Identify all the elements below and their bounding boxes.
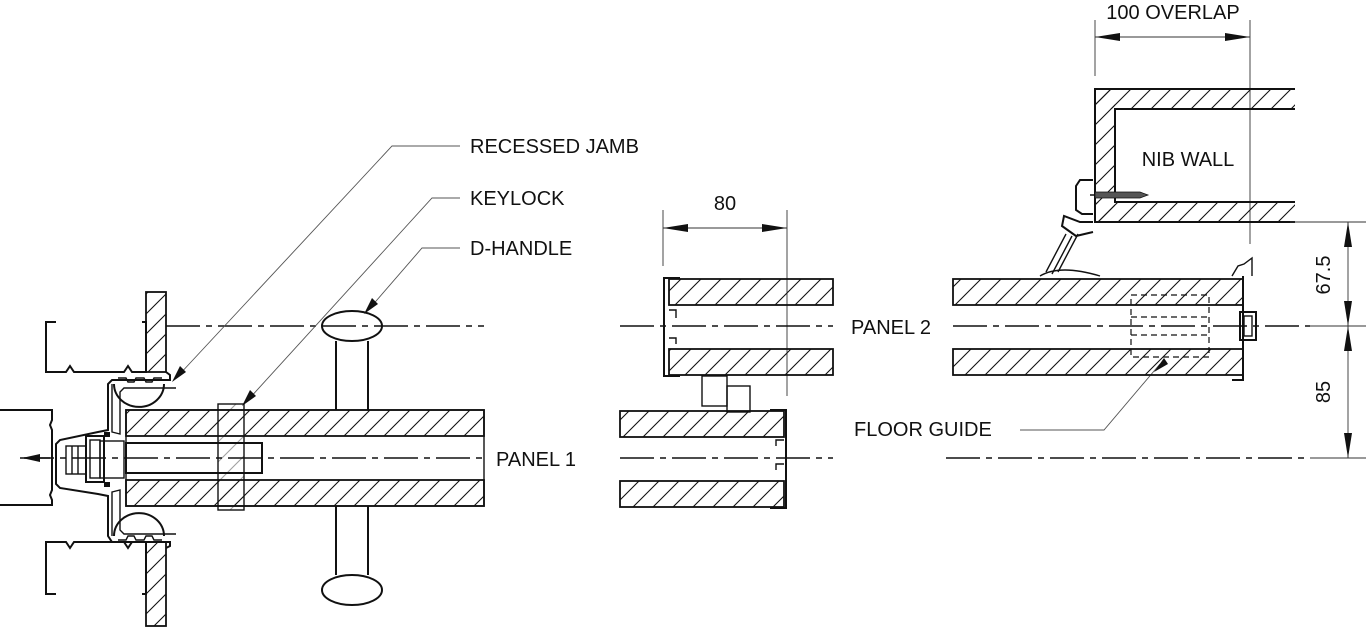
lower-seal [113,512,165,537]
upper-stud [45,321,147,373]
nib-wall-detail: 100 OVERLAP NIB WALL [946,2,1366,459]
panel-2-right-profile [1232,276,1244,381]
leaders [172,145,1168,431]
d-handle-label: D-HANDLE [470,238,572,260]
keylock-label: KEYLOCK [470,188,565,210]
dim-80: 80 [714,193,736,215]
upper-wall [145,291,167,373]
recessed-jamb-assembly [0,291,176,627]
panel-1-upper-skin [125,409,485,437]
panel-1-edge-profile [770,409,787,509]
panel-1-lower-skin [125,479,485,507]
nib-wall-label: NIB WALL [1142,149,1235,171]
panel-1-label: PANEL 1 [496,449,576,471]
panel-1-left [125,310,485,606]
nib-wall-outer [1094,88,1295,223]
dim-85: 85 [1313,381,1335,403]
panel-overlap-detail: 80 [619,193,834,509]
dim-100-overlap: 100 OVERLAP [1106,2,1239,24]
recessed-jamb-label: RECESSED JAMB [470,136,639,158]
panel-2-edge-profile [663,277,680,377]
panel-2-label: PANEL 2 [851,317,931,339]
left-stud [0,409,53,506]
jamb-profile [55,371,171,549]
lower-stud [45,541,147,595]
d-handle-bottom [321,574,383,606]
lower-wall [145,541,167,627]
upper-seal [113,383,165,408]
dim-67-5: 67.5 [1313,256,1335,295]
floor-guide-label: FLOOR GUIDE [854,419,992,441]
nib-wall-inner [1114,108,1295,203]
